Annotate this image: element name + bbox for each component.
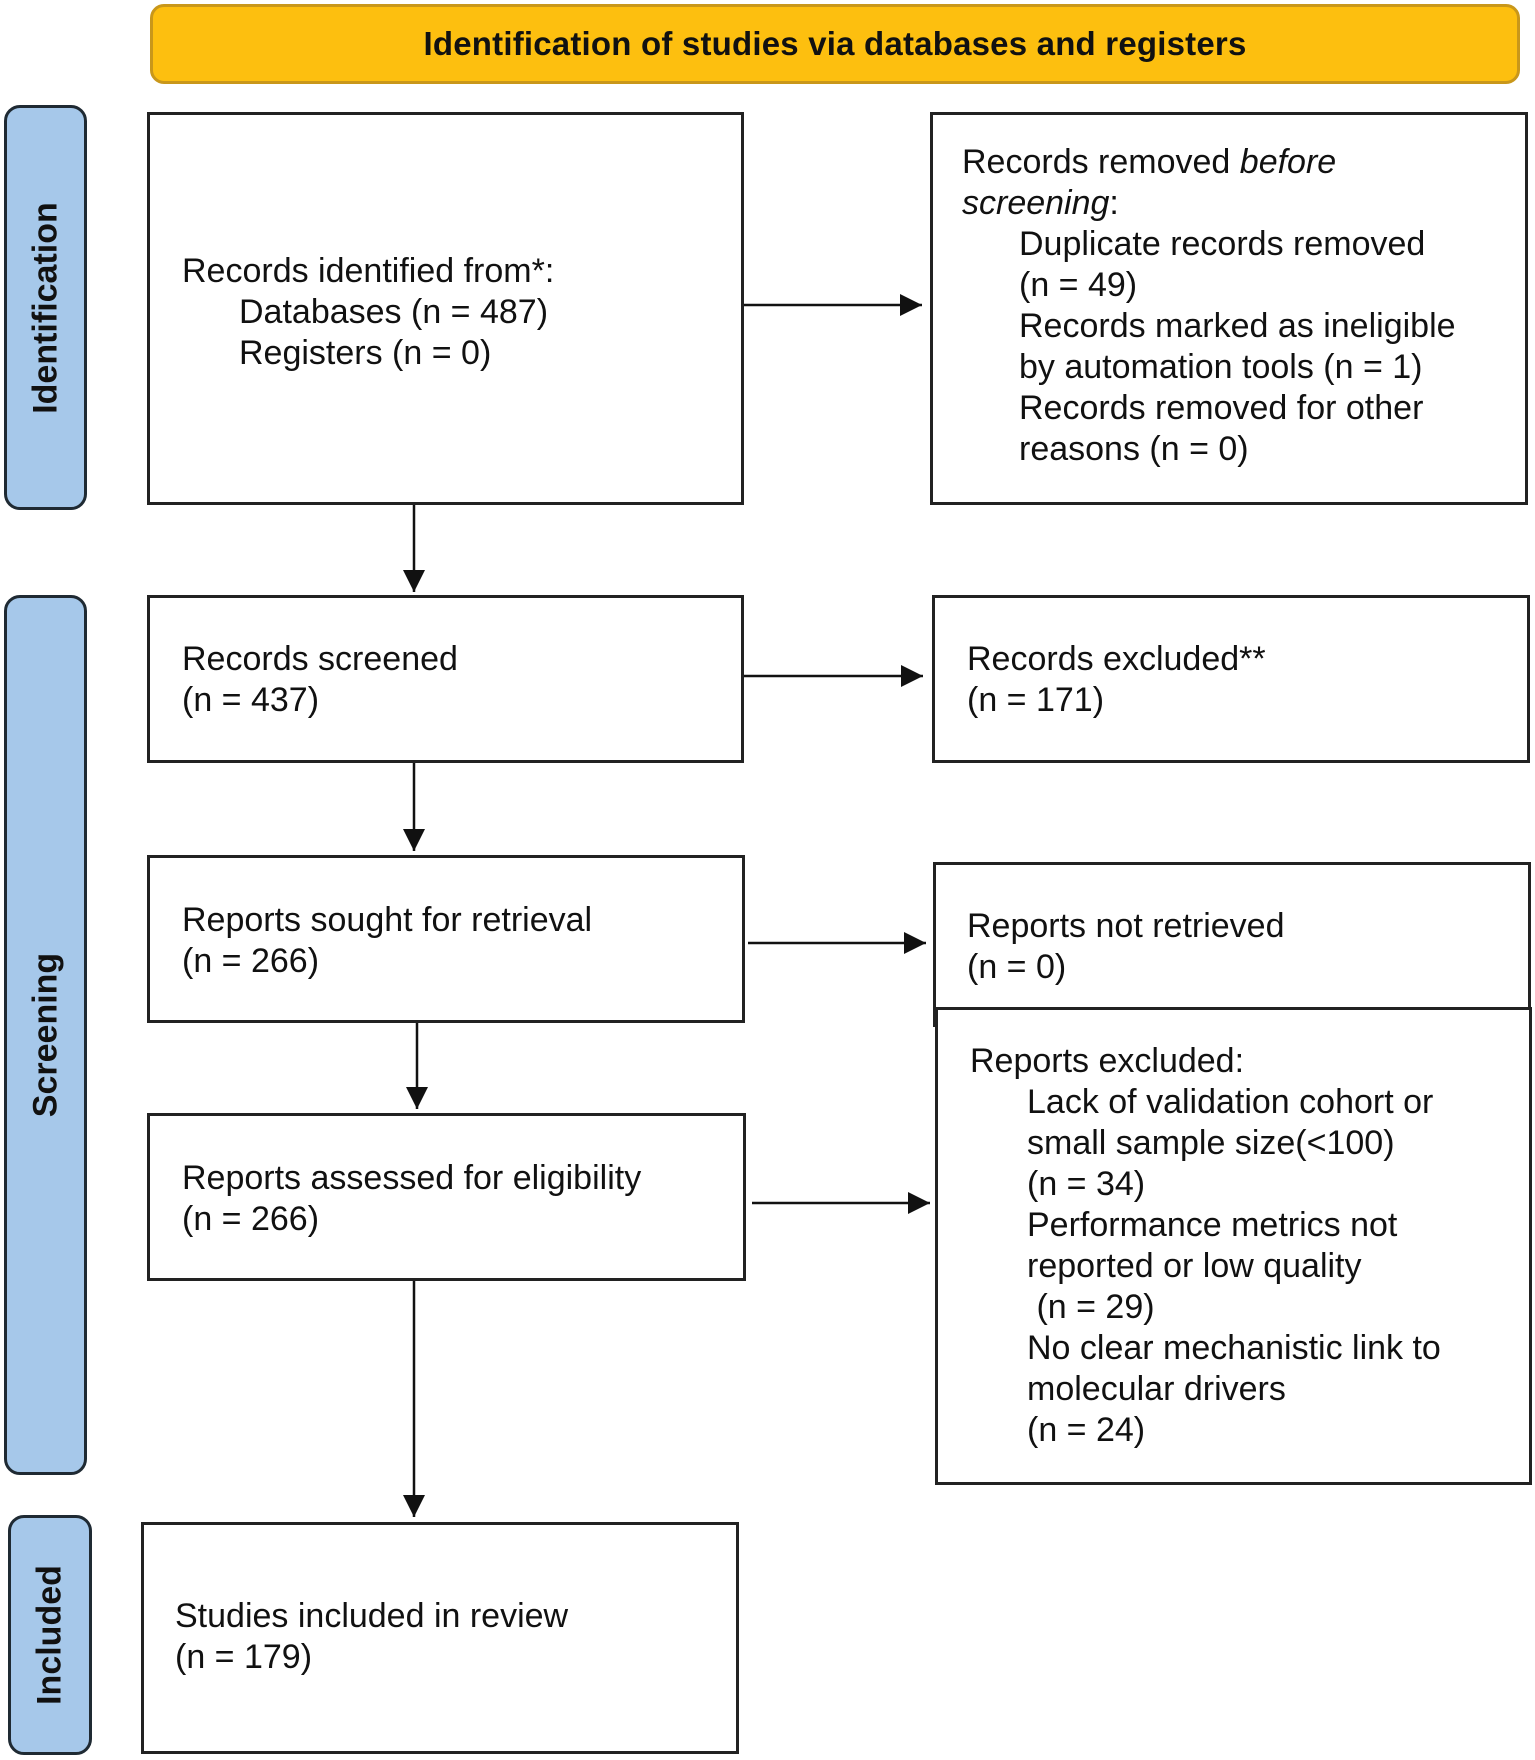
reason-mechanistic-line1: No clear mechanistic link to — [1027, 1329, 1441, 1367]
reason-mechanistic-line2: molecular drivers — [1027, 1370, 1286, 1408]
records-identified-databases: Databases (n = 487) — [239, 293, 549, 331]
automation-ineligible-count: by automation tools (n = 1) — [1019, 348, 1423, 386]
reports-not-retrieved-count: (n = 0) — [967, 948, 1067, 986]
reason-metrics-count: (n = 29) — [1027, 1288, 1155, 1326]
reports-sought-count: (n = 266) — [182, 942, 320, 980]
reports-sought-box: Reports sought for retrieval (n = 266) — [147, 855, 745, 1023]
duplicate-records-count: (n = 49) — [1019, 266, 1138, 304]
header-title: Identification of studies via databases … — [423, 25, 1247, 62]
reports-assessed-label: Reports assessed for eligibility — [182, 1159, 642, 1197]
header-bar: Identification of studies via databases … — [150, 4, 1520, 84]
studies-included-label: Studies included in review — [175, 1597, 569, 1635]
reports-not-retrieved-label: Reports not retrieved — [967, 907, 1285, 945]
records-removed-heading-start: Records removed — [962, 143, 1240, 181]
records-removed-heading-screening: screening — [962, 184, 1110, 222]
studies-included-count: (n = 179) — [175, 1638, 313, 1676]
reports-not-retrieved-box: Reports not retrieved (n = 0) — [933, 862, 1531, 1027]
reason-mechanistic-count: (n = 24) — [1027, 1411, 1146, 1449]
records-removed-heading-before: before — [1239, 143, 1337, 181]
reason-validation-count: (n = 34) — [1027, 1165, 1146, 1203]
records-identified-heading: Records identified from*: — [182, 252, 555, 290]
records-excluded-count: (n = 171) — [967, 681, 1105, 719]
records-removed-heading: Records removed before — [962, 142, 1525, 183]
records-screened-box: Records screened (n = 437) — [147, 595, 744, 763]
records-removed-box: Records removed before screening: Duplic… — [930, 112, 1528, 505]
other-reasons-label: Records removed for other — [1019, 389, 1424, 427]
reason-validation-line1: Lack of validation cohort or — [1027, 1083, 1434, 1121]
automation-ineligible-label: Records marked as ineligible — [1019, 307, 1456, 345]
records-excluded-label: Records excluded** — [967, 640, 1266, 678]
stage-identification: Identification — [4, 105, 87, 510]
reason-validation-line2: small sample size(<100) — [1027, 1124, 1395, 1162]
duplicate-records-label: Duplicate records removed — [1019, 225, 1426, 263]
reports-assessed-box: Reports assessed for eligibility (n = 26… — [147, 1113, 746, 1281]
stage-included: Included — [8, 1515, 92, 1755]
reason-metrics-line2: reported or low quality — [1027, 1247, 1362, 1285]
reports-assessed-count: (n = 266) — [182, 1200, 320, 1238]
records-identified-registers: Registers (n = 0) — [239, 334, 492, 372]
studies-included-box: Studies included in review (n = 179) — [141, 1522, 739, 1754]
other-reasons-count: reasons (n = 0) — [1019, 430, 1249, 468]
records-removed-heading-2: screening: — [962, 183, 1525, 224]
records-screened-count: (n = 437) — [182, 681, 320, 719]
records-screened-label: Records screened — [182, 640, 458, 678]
reports-excluded-box: Reports excluded: Lack of validation coh… — [935, 1007, 1532, 1485]
records-removed-heading-colon: : — [1109, 184, 1119, 222]
stage-screening: Screening — [4, 595, 87, 1475]
records-identified-box: Records identified from*: Databases (n =… — [147, 112, 744, 505]
reports-sought-label: Reports sought for retrieval — [182, 901, 593, 939]
reason-metrics-line1: Performance metrics not — [1027, 1206, 1398, 1244]
records-excluded-box: Records excluded** (n = 171) — [932, 595, 1530, 763]
reports-excluded-heading: Reports excluded: — [970, 1042, 1245, 1080]
